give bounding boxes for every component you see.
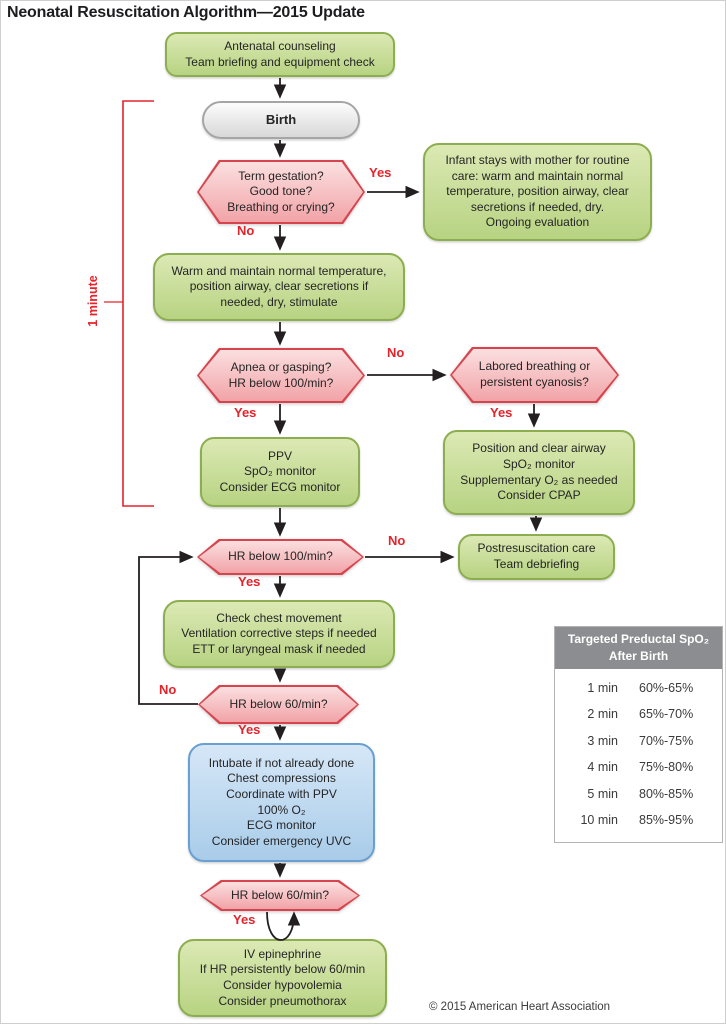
node-ppv: PPV SpO₂ monitor Consider ECG monitor xyxy=(200,437,360,507)
time-cell: 5 min xyxy=(587,786,618,801)
yes-label-hr60-to-epinephrine: Yes xyxy=(233,912,256,927)
table-row: 2 min 65%-70% xyxy=(555,701,722,728)
spo2-target-table: Targeted Preductal SpO₂ After Birth 1 mi… xyxy=(554,626,723,843)
node-iv-epinephrine: IV epinephrine If HR persistently below … xyxy=(178,939,387,1017)
range-cell: 80%-85% xyxy=(639,786,694,801)
table-row: 4 min 75%-80% xyxy=(555,754,722,781)
one-minute-bracket xyxy=(104,100,154,507)
range-cell: 70%-75% xyxy=(639,733,694,748)
node-routine-care: Infant stays with mother for routine car… xyxy=(423,143,652,241)
yes-label-labored-to-position: Yes xyxy=(490,405,513,420)
decision-labored-breathing: Labored breathing or persistent cyanosis… xyxy=(450,347,619,403)
decision-apnea-gasping: Apnea or gasping? HR below 100/min? xyxy=(197,348,365,403)
decision-hr-below-60-first: HR below 60/min? xyxy=(198,685,359,724)
yes-label-hr60-to-intubate: Yes xyxy=(238,722,261,737)
decision-term-gestation: Term gestation? Good tone? Breathing or … xyxy=(197,160,365,224)
node-postresuscitation-care: Postresuscitation care Team debriefing xyxy=(458,534,615,580)
node-position-airway: Position and clear airway SpO₂ monitor S… xyxy=(443,430,635,515)
no-label-apnea-to-labored: No xyxy=(387,345,405,360)
time-cell: 3 min xyxy=(587,733,618,748)
yes-label-hr100-to-check: Yes xyxy=(238,574,261,589)
node-antenatal-counseling: Antenatal counseling Team briefing and e… xyxy=(165,32,395,77)
yes-label-term-to-routine: Yes xyxy=(369,165,392,180)
time-cell: 2 min xyxy=(587,707,618,722)
time-cell: 1 min xyxy=(587,680,618,695)
node-intubate-compressions: Intubate if not already done Chest compr… xyxy=(188,743,375,862)
arrow-epinephrine-repeat-loop xyxy=(266,911,301,941)
time-cell: 4 min xyxy=(587,760,618,775)
no-label-hr100-to-postres: No xyxy=(388,533,406,548)
table-row: 5 min 80%-85% xyxy=(555,781,722,808)
table-row: 10 min 85%-95% xyxy=(555,807,722,834)
node-check-chest-movement: Check chest movement Ventilation correct… xyxy=(163,600,395,668)
range-cell: 85%-95% xyxy=(639,813,694,828)
copyright-notice: © 2015 American Heart Association xyxy=(429,1001,611,1013)
range-cell: 65%-70% xyxy=(639,707,694,722)
table-row: 3 min 70%-75% xyxy=(555,728,722,755)
no-label-term-to-warm: No xyxy=(237,223,255,238)
yes-label-apnea-to-ppv: Yes xyxy=(234,405,257,420)
decision-hr-below-100: HR below 100/min? xyxy=(197,539,364,575)
spo2-table-header: Targeted Preductal SpO₂ After Birth xyxy=(555,627,722,669)
node-warm-stimulate: Warm and maintain normal temperature, po… xyxy=(153,253,405,321)
range-cell: 75%-80% xyxy=(639,760,694,775)
time-cell: 10 min xyxy=(580,813,618,828)
no-label-hr60-feedback: No xyxy=(159,682,177,697)
spo2-table-body: 1 min 60%-65% 2 min 65%-70% 3 min 70%-75… xyxy=(555,669,722,842)
page-title: Neonatal Resuscitation Algorithm—2015 Up… xyxy=(7,4,365,21)
range-cell: 60%-65% xyxy=(639,680,694,695)
node-birth: Birth xyxy=(202,101,360,139)
one-minute-label: 1 minute xyxy=(86,275,100,327)
table-row: 1 min 60%-65% xyxy=(555,675,722,702)
decision-hr-below-60-second: HR below 60/min? xyxy=(200,880,360,911)
